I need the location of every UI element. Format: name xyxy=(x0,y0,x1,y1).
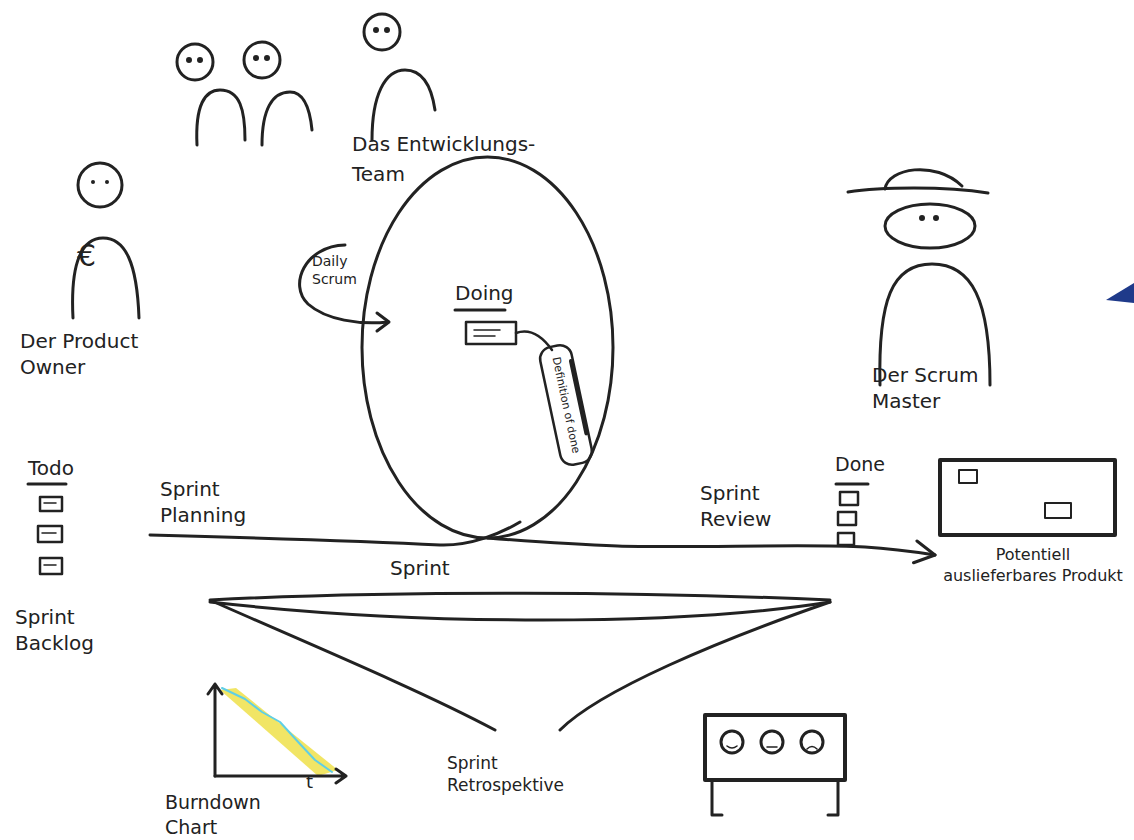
scrum-master-figure xyxy=(848,170,990,385)
product-screen: Potentiell auslieferbares Produkt xyxy=(935,455,1130,630)
artifact-label: Sprint Backlog xyxy=(15,604,115,656)
head xyxy=(177,44,213,80)
body xyxy=(197,90,245,145)
eye xyxy=(935,217,938,220)
eye xyxy=(386,29,389,32)
task-card xyxy=(38,526,62,542)
eye xyxy=(91,180,95,184)
task-card xyxy=(40,558,62,574)
column-heading: Done xyxy=(835,452,905,477)
actual-burndown-line xyxy=(222,688,332,772)
sprint-loop-outline xyxy=(360,155,615,540)
sprint-flow-arrow xyxy=(488,538,936,555)
retro-board xyxy=(705,715,845,780)
task-card xyxy=(840,492,858,505)
product-screen-outline xyxy=(935,455,1130,630)
face-mouth xyxy=(727,746,817,749)
retro-funnel xyxy=(560,602,830,730)
tag-text: Definition of done xyxy=(536,341,597,470)
mood-face xyxy=(761,731,783,753)
eye xyxy=(255,57,258,60)
event-label: Sprint Review xyxy=(700,480,795,532)
mood-face xyxy=(801,731,823,753)
definition-of-done-tag: Definition of done xyxy=(536,341,597,470)
body xyxy=(372,70,435,140)
head xyxy=(78,163,122,207)
retro-band xyxy=(210,602,830,620)
eye xyxy=(188,59,191,62)
task-card xyxy=(1045,503,1071,518)
task-card xyxy=(40,497,62,511)
team-member xyxy=(244,42,312,145)
role-label: Der Scrum Master xyxy=(872,362,997,414)
column-heading: Todo xyxy=(28,455,98,481)
retro-band xyxy=(210,593,830,600)
product-owner-figure: € Der Product Owner xyxy=(15,150,185,400)
product-label: Potentiell auslieferbares Produkt xyxy=(943,545,1123,587)
underline xyxy=(455,309,505,312)
card-scribble xyxy=(474,330,500,336)
task-card xyxy=(466,322,516,344)
sprint-ellipse xyxy=(362,157,613,538)
team-member xyxy=(177,44,245,145)
cap-crown xyxy=(885,170,962,189)
ideal-burndown-band xyxy=(220,688,338,776)
timebox-label: Sprint xyxy=(390,555,470,581)
eye xyxy=(266,57,269,60)
axis-label: t xyxy=(306,770,326,793)
event-label: Sprint Retrospektive xyxy=(447,752,597,796)
head xyxy=(244,42,280,78)
mood-face xyxy=(721,731,743,753)
corner-mark xyxy=(1106,283,1134,303)
screen-frame xyxy=(940,460,1115,535)
task-card xyxy=(959,470,977,483)
role-label: Der Product Owner xyxy=(20,328,170,380)
eye xyxy=(199,59,202,62)
eye xyxy=(375,29,378,32)
card-scribble xyxy=(42,503,56,565)
underline xyxy=(28,483,66,486)
daily-cycle-arrow xyxy=(300,245,388,323)
body xyxy=(262,92,312,145)
arrow-head xyxy=(377,313,389,331)
eye xyxy=(105,180,109,184)
sprint-loop: Das Entwicklungs- TeamDoingDefinition of… xyxy=(360,155,615,540)
underline xyxy=(836,483,868,486)
cap-brim xyxy=(848,188,988,193)
task-card xyxy=(838,533,854,545)
event-label: Sprint Planning xyxy=(160,476,270,528)
y-axis xyxy=(208,684,222,776)
board-legs xyxy=(712,780,838,815)
x-axis xyxy=(215,769,346,783)
event-label: Daily Scrum xyxy=(312,252,374,288)
column-heading: Doing xyxy=(455,280,535,306)
chart-label: Burndown Chart xyxy=(165,790,280,839)
task-card xyxy=(838,512,856,525)
eye xyxy=(921,217,924,220)
head xyxy=(885,204,975,248)
team-label: Das Entwicklungs- Team xyxy=(352,129,582,189)
team-member xyxy=(364,14,435,140)
currency-symbol: € xyxy=(77,236,117,275)
head xyxy=(364,14,400,50)
